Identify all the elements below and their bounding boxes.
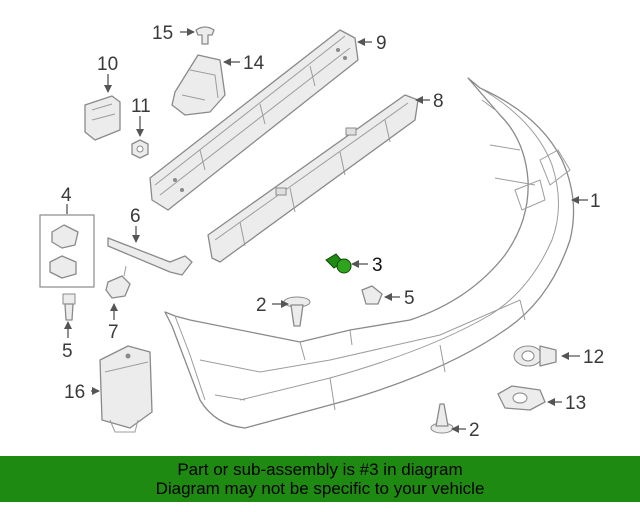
bolt-5-right: [361, 285, 383, 305]
sensor-12: [513, 345, 557, 367]
callout-8: 8: [433, 91, 444, 112]
clip-2-mid: [283, 296, 311, 327]
callout-5-left: 5: [62, 341, 73, 362]
energy-absorber: [207, 94, 419, 263]
clip-2-bottom: [430, 403, 454, 434]
bolt-5-left: [62, 293, 76, 321]
callout-14: 14: [243, 53, 265, 74]
highlighted-part-3: [325, 253, 352, 274]
callout-4: 4: [61, 185, 72, 206]
leader-lines: [64, 28, 588, 433]
reinforcement-beam: [149, 29, 359, 211]
bracket-14: [171, 54, 226, 116]
callout-5-right: 5: [404, 288, 415, 309]
callout-11: 11: [131, 96, 151, 117]
bumper-cover: [164, 77, 575, 429]
diagram-notice-banner: Part or sub-assembly is #3 in diagram Di…: [0, 456, 640, 502]
control-unit-16: [99, 345, 153, 433]
callout-3: 3: [372, 255, 383, 276]
bracket-6: [107, 237, 193, 276]
clip-kit-4: [39, 214, 95, 288]
parts-diagram: 1 2 2 3 4 5 5 6 7 8 9 10 11 12 13 14 15 …: [39, 23, 604, 441]
callout-16: 16: [64, 382, 85, 403]
notice-line-1: Part or sub-assembly is #3 in diagram: [177, 460, 463, 479]
callout-2-bottom: 2: [469, 420, 480, 441]
callout-2-mid: 2: [256, 295, 267, 316]
callout-15: 15: [152, 23, 173, 44]
callout-12: 12: [583, 347, 604, 368]
nut-11: [131, 139, 149, 159]
notice-line-2: Diagram may not be specific to your vehi…: [155, 479, 485, 498]
callout-13: 13: [565, 393, 586, 414]
callout-9: 9: [376, 33, 387, 54]
callout-10: 10: [97, 54, 118, 75]
fastener-7: [105, 265, 131, 299]
callout-1: 1: [590, 191, 601, 212]
callout-7: 7: [108, 322, 119, 343]
callout-6: 6: [130, 206, 141, 227]
holder-13: [497, 385, 546, 411]
clip-15: [195, 26, 215, 45]
module-10: [84, 95, 121, 141]
